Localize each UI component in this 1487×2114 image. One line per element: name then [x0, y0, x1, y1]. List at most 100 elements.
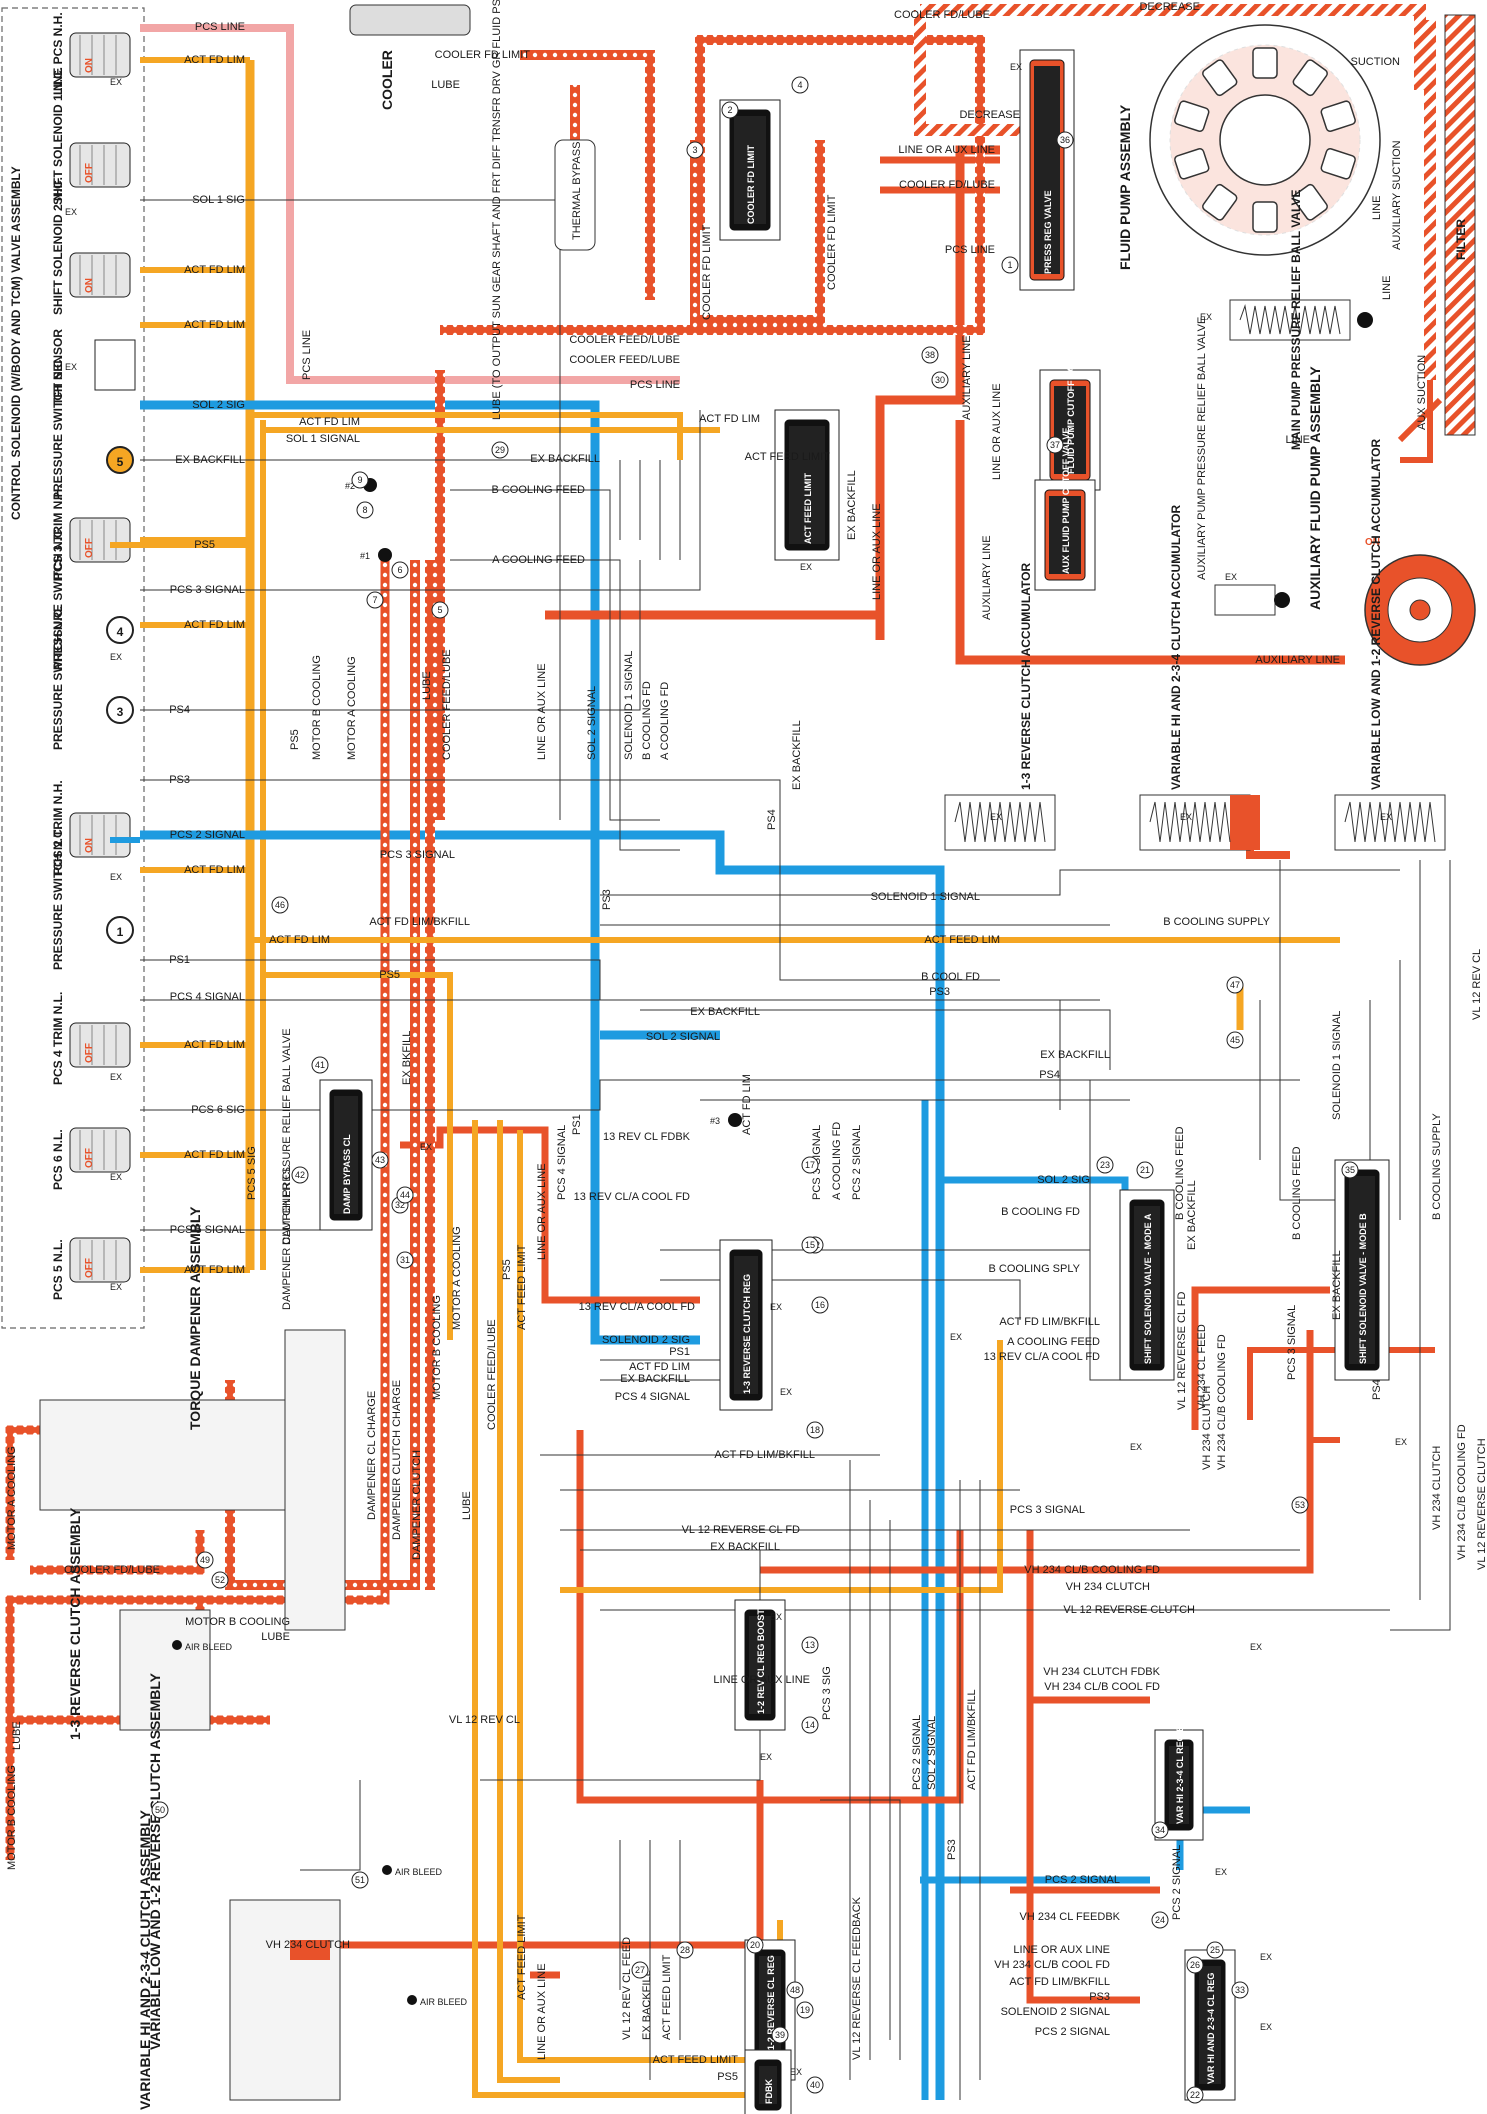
variable-hi-title: VARIABLE HI AND 2-3-4 CLUTCH ASSEMBLY: [137, 1809, 153, 2110]
passage-number: 25: [1210, 1945, 1220, 1955]
valve-spool-inner: [759, 2066, 777, 2104]
passage-number-circle: [366, 591, 384, 609]
passage-number: 4: [797, 80, 802, 90]
line-label: EX BACKFILL: [710, 1541, 780, 1553]
valve-label: ACT FEED LIMIT: [803, 473, 813, 544]
line-label-vertical: AUX SUCTION: [1416, 355, 1428, 430]
gear-tooth: [1174, 148, 1210, 180]
control-solenoid-assembly-box: [1, 7, 145, 1329]
accum-var-hi-label: VARIABLE HI AND 2-3-4 CLUTCH ACCUMULATOR: [1169, 505, 1183, 790]
line-label: ACT FD LIM: [184, 1039, 245, 1051]
passage-number-circle: [801, 1716, 819, 1734]
solenoid-label: PRESSURE SWITCH N.C.: [51, 606, 65, 750]
line-label-vertical: SOLENOID 1 SIGNAL: [1331, 1011, 1343, 1120]
line-label: PCS 3 SIGNAL: [380, 849, 455, 861]
exhaust-label: EX: [420, 1142, 432, 1152]
passage-number: 24: [1155, 1915, 1165, 1925]
exhaust-label: EX: [110, 652, 122, 662]
line-label: PCS LINE: [945, 244, 995, 256]
solenoid-label: PCS 6 N.L.: [51, 1129, 65, 1190]
line-label-vertical: B COOLING FD: [641, 681, 653, 760]
passage-number: 13: [805, 1640, 815, 1650]
line-label-vertical: LINE: [1381, 276, 1393, 300]
line-label-vertical: VH 234 CL/B COOLING FD: [1216, 1334, 1228, 1470]
solenoid-label: PRESSURE SWITCH N.C.: [51, 356, 65, 500]
check-ball-label: #2: [345, 481, 355, 491]
passage-number-circle: [491, 441, 509, 459]
passage-number-circle: [931, 371, 949, 389]
valve-label: DAMP BYPASS CL: [342, 1134, 352, 1214]
line-label: 13 REV CL/A COOL FD: [984, 1351, 1100, 1363]
line-label-vertical: LUBE: [421, 671, 433, 700]
line-label: VH 234 CL/B COOL FD: [994, 1959, 1110, 1971]
passage-number: 9: [357, 475, 362, 485]
passage-number-circle: [311, 1056, 329, 1074]
line-label-vertical: EX BACKFILL: [1186, 1180, 1198, 1250]
aux-relief-label: AUXILIARY PUMP PRESSURE RELIEF BALL VALV…: [1196, 317, 1208, 580]
line-label: VH 234 CL/B COOL FD: [1044, 1681, 1160, 1693]
solenoid-state: OFF: [84, 538, 95, 558]
line-label: PCS LINE: [195, 21, 245, 33]
line-label-vertical: LINE OR AUX LINE: [871, 503, 883, 600]
valve: VAR HI 2-3-4 CL REG BST: [1154, 1713, 1204, 1841]
line-label: 13 REV CL/A COOL FD: [574, 1191, 690, 1203]
solenoid-state: ON: [84, 58, 95, 73]
exhaust-label: EX: [760, 1752, 772, 1762]
passage-number-circle: [801, 1636, 819, 1654]
exhaust-label: EX: [1010, 62, 1022, 72]
line-label-vertical: MOTOR A COOLING: [6, 1446, 18, 1550]
solenoid-body-icon: [69, 32, 131, 78]
valve: 1-3 REVERSE CLUTCH REG: [719, 1239, 773, 1411]
line-label: ACT FD LIM/BKFILL: [1009, 1976, 1110, 1988]
pressure-switch-icon: [106, 616, 134, 644]
valve-label: SHIFT SOLENOID VALVE - MODE A: [1143, 1213, 1153, 1364]
line-label-vertical: VH 234 CLUTCH: [1201, 1386, 1213, 1470]
solenoid-body-icon: [69, 252, 131, 298]
passage-number-circle: [1341, 1161, 1359, 1179]
valve: FLUID PUMP CUTOFF VALVE: [1039, 349, 1101, 491]
passage-number-circle: [721, 101, 739, 119]
main-pump-relief-label: MAIN PUMP PRESSURE RELIEF BALL VALVE: [1289, 190, 1303, 450]
line-label: ACT FEED LIMIT: [653, 2054, 739, 2066]
gear-tooth: [1252, 47, 1278, 79]
line-label: VH 234 CL/B COOLING FD: [1024, 1564, 1160, 1576]
line-label-vertical: EX BACKFILL: [791, 720, 803, 790]
control-assembly-title: CONTROL SOLENOID (W/BODY AND TCM) VALVE …: [9, 166, 23, 520]
solenoid-body-icon: [69, 1237, 131, 1283]
passage-number-circle: [921, 346, 939, 364]
cooler-unit: [349, 4, 471, 36]
valve-label: VAR HI AND 2-3-4 CL REG: [1206, 1973, 1216, 2084]
air-bleed-icon: [382, 1865, 392, 1875]
passage-number-circle: [291, 1166, 309, 1184]
exhaust-label: EX: [780, 1387, 792, 1397]
passage-number-circle: [1226, 976, 1244, 994]
line-label: 13 REV CL FDBK: [603, 1131, 691, 1143]
line-label: COOLER FD LIMIT: [435, 49, 531, 61]
passage-number: 17: [805, 1160, 815, 1170]
air-bleed-icon: [407, 1995, 417, 2005]
gear-tooth: [1202, 183, 1238, 221]
line-label: ACT FEED LIM: [924, 934, 1000, 946]
line-label-vertical: PCS 3 SIGNAL: [1286, 1305, 1298, 1380]
line-label: ACT FD LIM: [699, 413, 760, 425]
passage-number-circle: [791, 76, 809, 94]
solenoid-body-icon: [69, 1022, 131, 1068]
passage-number-circle: [1046, 436, 1064, 454]
torque-dampener-title: TORQUE DAMPENER ASSEMBLY: [187, 1206, 203, 1430]
solenoid-body-icon: [69, 1127, 131, 1173]
line-label-vertical: LINE OR AUX LINE: [536, 663, 548, 760]
passage-number: 31: [400, 1255, 410, 1265]
ps5-orange: [110, 427, 720, 1340]
passage-number: 51: [355, 1875, 365, 1885]
line-label: ACT FD LIM/BKFILL: [999, 1316, 1100, 1328]
line-label: SOLENOID 2 SIG: [602, 1334, 690, 1346]
line-label: DECREASE: [959, 109, 1020, 121]
line-label: EX BACKFILL: [690, 1006, 760, 1018]
passage-number: 5: [437, 605, 442, 615]
valve-spool-inner: [1049, 496, 1081, 574]
accum-13-reverse: [944, 794, 1056, 851]
